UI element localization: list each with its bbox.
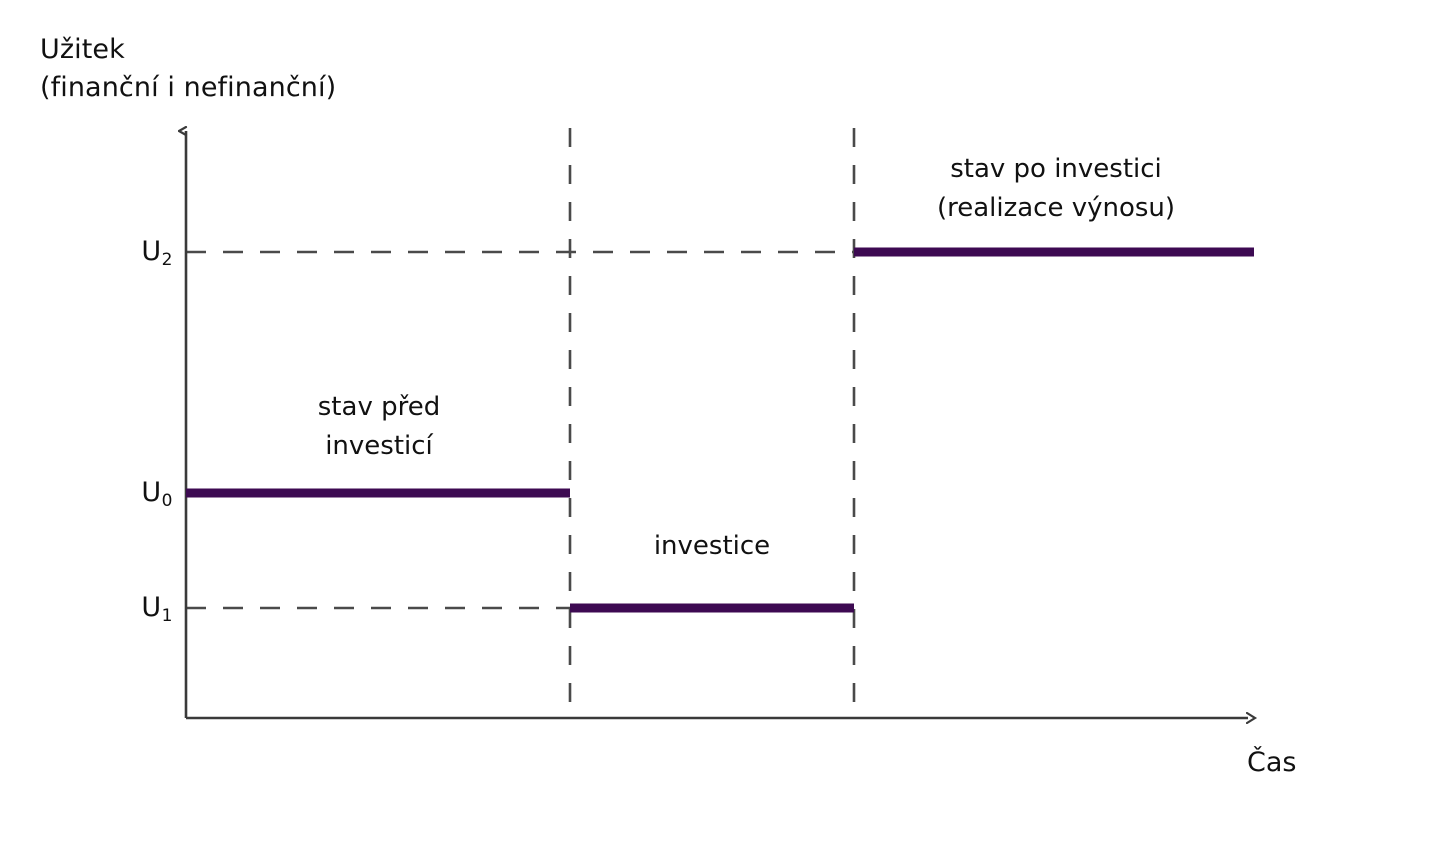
tick-label-u0-base: U — [141, 477, 162, 508]
y-axis-title: Užitek (finanční i nefinanční) — [40, 31, 336, 107]
annotation-after-investment-line2: (realizace výnosu) — [936, 193, 1176, 223]
annotation-investment: investice — [592, 527, 832, 566]
annotation-before-investment: stav před investicí — [258, 388, 500, 466]
annotation-before-investment-line1: stav před — [317, 392, 441, 422]
annotation-after-investment-line1: stav po investici — [950, 154, 1162, 184]
tick-label-u1: U1 — [128, 592, 173, 626]
y-axis-title-line1: Užitek — [40, 34, 125, 65]
tick-label-u0: U0 — [128, 477, 173, 511]
tick-label-u1-base: U — [141, 592, 162, 623]
annotation-before-investment-line2: investicí — [325, 431, 433, 461]
annotation-investment-line1: investice — [653, 531, 771, 561]
tick-label-u1-sub: 1 — [161, 606, 173, 626]
y-axis-title-line2: (finanční i nefinanční) — [40, 72, 337, 103]
x-axis-title: Čas — [1247, 747, 1297, 778]
tick-label-u2-base: U — [141, 236, 162, 267]
tick-label-u2: U2 — [128, 236, 173, 270]
tick-label-u2-sub: 2 — [161, 250, 173, 270]
annotation-after-investment: stav po investici (realizace výnosu) — [876, 150, 1236, 228]
tick-label-u0-sub: 0 — [161, 491, 173, 511]
